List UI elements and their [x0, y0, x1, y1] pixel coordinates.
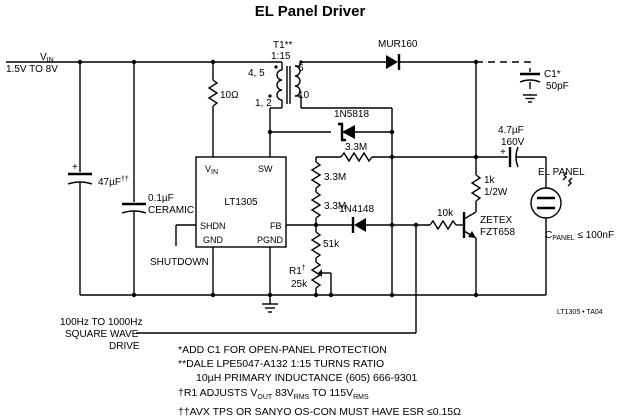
1n4148-label: 1N4148 [339, 204, 374, 215]
r1-name: R1† [289, 265, 306, 277]
junction-dot [473, 292, 479, 298]
r3m3-top-label: 3.3M [345, 142, 367, 153]
diode-1n4148: 1N4148 [316, 204, 430, 233]
transistor-fzt658: ZETEX FZT658 [462, 211, 515, 295]
resistor-1k: 1k 1/2W [470, 174, 508, 212]
r51k-label: 51k [323, 239, 340, 250]
junction-dot [210, 292, 216, 298]
transformer-t1: T1** 1:15 4, 5 1, 2 6 10 [248, 40, 310, 109]
c0u1-value: 0.1µF [148, 193, 174, 204]
r1k-label: 1k [484, 175, 496, 186]
r1k-watt: 1/2W [484, 187, 508, 198]
note-avx: ††AVX TPS OR SANYO OS-CON MUST HAVE ESR … [178, 405, 461, 418]
c4u7-plus: + [500, 147, 506, 158]
r10k-label: 10k [437, 208, 454, 219]
ic-pin-shdn: SHDN [200, 221, 226, 231]
t1-pin10: 10 [298, 90, 310, 101]
ic-pin-vin: VIN [205, 164, 218, 176]
ic-pin-sw: SW [258, 164, 273, 174]
r10-label: 10Ω [220, 90, 239, 101]
t1-pin6: 6 [298, 63, 304, 74]
r3m3b-label: 3.3M [324, 201, 346, 212]
t1-pins-bottom: 1, 2 [255, 98, 272, 109]
ground-rail [80, 294, 546, 313]
junction-dot [389, 129, 395, 135]
vin-range-label: 1.5V TO 8V [6, 64, 58, 75]
c4u7-voltage: 160V [501, 137, 525, 148]
note-c1: *ADD C1 FOR OPEN-PANEL PROTECTION [178, 344, 387, 356]
junction-dot [389, 154, 395, 160]
el-panel: EL PANEL CPANEL ≤ 100nF [530, 157, 614, 295]
diode-mur160: MUR160 [378, 39, 418, 70]
t1-pins-top: 4, 5 [248, 68, 265, 79]
drive-line1: 100Hz TO 1000Hz [60, 317, 142, 328]
resistor-3m3-top: 3.3M [316, 142, 476, 163]
vin-label: VIN [40, 52, 54, 64]
capacitor-4u7: 4.7µF 160V + [476, 125, 546, 168]
drawing-code: LT1305 • TA04 [557, 309, 603, 316]
capacitor-47uf: + 47µF†† [67, 62, 129, 295]
q-brand: ZETEX [480, 215, 513, 226]
ic-name: LT1305 [224, 197, 258, 208]
c1-name: C1* [544, 69, 561, 80]
c4u7-value: 4.7µF [498, 125, 524, 136]
c0u1-type: CERAMIC [148, 205, 194, 216]
vin-rail [6, 61, 283, 70]
drive-wire [136, 225, 417, 334]
junction-dot [131, 292, 137, 298]
schematic-title: EL Panel Driver [255, 3, 366, 20]
1n5818-label: 1N5818 [334, 109, 369, 120]
capacitor-0u1: 0.1µF CERAMIC [121, 62, 194, 295]
c47u-plus: + [72, 162, 78, 173]
r1-value: 25k [291, 279, 308, 290]
resistor-ladder: 3.3M 3.3M 51k R1† 25k [289, 157, 346, 295]
junction-dot [267, 292, 273, 298]
t1-ratio: 1:15 [271, 51, 291, 62]
drive-line2: SQUARE WAVE [65, 329, 139, 340]
resistor-10ohm: 10Ω [207, 62, 239, 157]
junction-dot [389, 292, 395, 298]
t1-name: T1** [273, 40, 293, 51]
drive-line3: DRIVE [109, 341, 140, 352]
junction-dot [389, 222, 395, 228]
note-r1: †R1 ADJUSTS VOUT 83VRMS TO 115VRMS [178, 386, 369, 401]
c47u-label: 47µF†† [98, 176, 129, 188]
r3m3a-label: 3.3M [324, 172, 346, 183]
mur160-label: MUR160 [378, 39, 418, 50]
footnotes: *ADD C1 FOR OPEN-PANEL PROTECTION **DALE… [178, 343, 461, 419]
capacitor-c1: C1* 50pF [476, 61, 569, 103]
resistor-10k: 10k [429, 208, 464, 231]
q-part: FZT658 [480, 227, 515, 238]
note-dale-inductance: 10µH PRIMARY INDUCTANCE (605) 666-9301 [196, 372, 418, 385]
note-dale: **DALE LPE5047-A132 1:15 TURNS RATIO [178, 358, 385, 371]
ic-lt1305: LT1305 VIN SW SHDN FB GND PGND [195, 156, 287, 248]
shutdown-label: SHUTDOWN [150, 257, 209, 268]
ic-pin-pgnd: PGND [257, 235, 284, 245]
c1-value: 50pF [546, 81, 569, 92]
cpanel-label: CPANEL ≤ 100nF [545, 230, 614, 242]
junction-dot [328, 292, 334, 298]
diode-1n5818: 1N5818 [270, 109, 392, 142]
ic-pin-gnd: GND [203, 235, 224, 245]
ic-pin-fb: FB [270, 221, 282, 231]
el-panel-label: EL PANEL [538, 167, 585, 178]
